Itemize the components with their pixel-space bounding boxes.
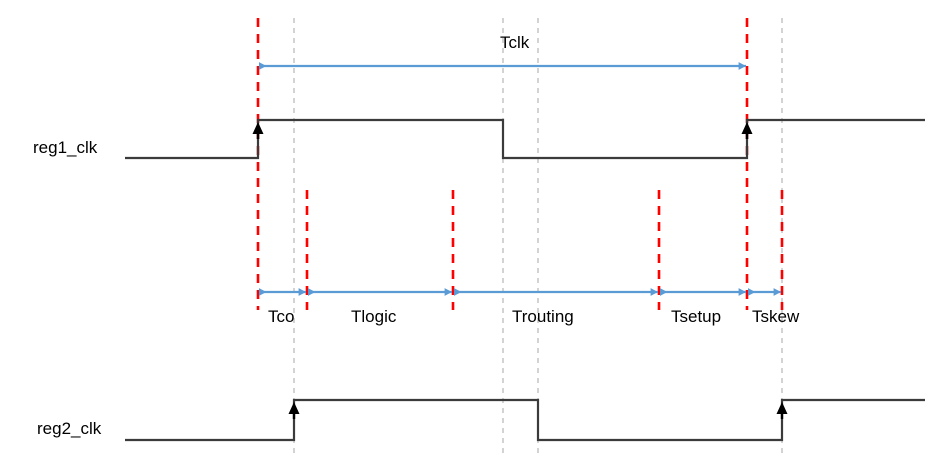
gray-guide-lines-group (293, 18, 783, 455)
rising-edge-arrow-reg1_clk-2 (741, 122, 753, 134)
rising-edge-arrow-reg2_clk-0 (288, 402, 300, 414)
interval-label-trouting: Trouting (512, 307, 574, 326)
interval-label-tco: Tco (268, 307, 295, 326)
signal-label-reg2-clk: reg2_clk (37, 419, 102, 438)
rising-edge-arrow-reg2_clk-2 (776, 402, 788, 414)
interval-label-tlogic: Tlogic (351, 307, 397, 326)
clock-edge-arrows-group (252, 122, 788, 419)
waveform-reg1_clk (125, 118, 925, 160)
rising-edge-arrow-reg1_clk-0 (252, 122, 264, 134)
signal-label-reg1-clk: reg1_clk (33, 138, 98, 157)
interval-label-tskew: Tskew (752, 307, 800, 326)
waveform-reg2_clk (125, 398, 925, 442)
interval-label-tclk: Tclk (500, 33, 530, 52)
interval-arrows-group (259, 62, 781, 296)
interval-label-tsetup: Tsetup (671, 307, 722, 326)
red-marker-lines-group (256, 18, 784, 310)
waveforms-group (125, 118, 925, 442)
